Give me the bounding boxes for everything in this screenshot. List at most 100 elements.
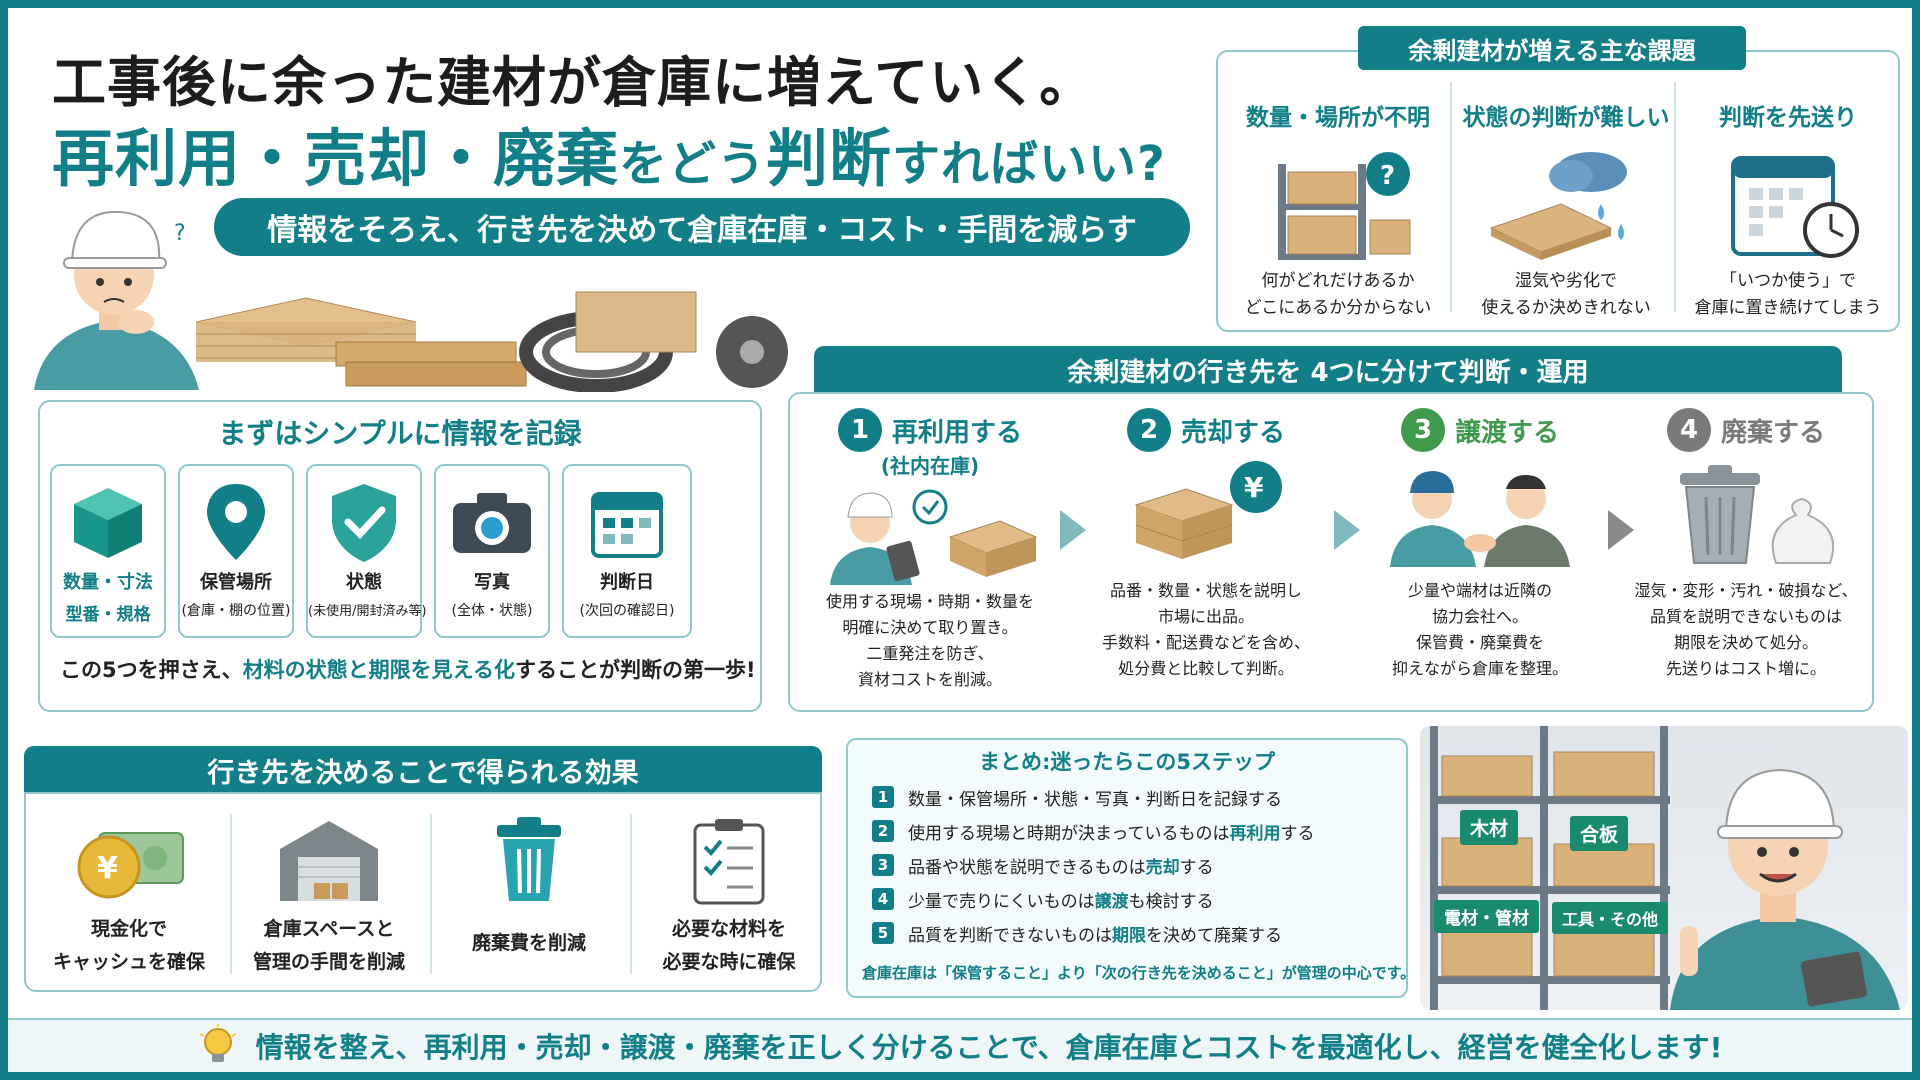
issue-desc-line1: 何がどれだけあるか <box>1261 271 1415 291</box>
destination-desc: 協力会社へ。 <box>1431 607 1528 626</box>
issue-desc-line2: どこにあるか分からない <box>1244 298 1432 318</box>
effect-desc: 管理の手間を削減 <box>252 951 405 973</box>
divider <box>430 814 432 974</box>
issue-desc-line2: 使えるか決めきれない <box>1481 298 1651 318</box>
summary-step-text: 数量・保管場所・状態・写真・判断日を記録する <box>908 789 1282 810</box>
effect-disposal-cost: 廃棄費を削減 <box>434 810 624 980</box>
svg-text:?: ? <box>1380 161 1395 191</box>
shelf-sign: 工具・その他 <box>1552 902 1669 934</box>
record-foot-a: この5つを押さえ、 <box>60 658 243 682</box>
summary-step-number: 1 <box>872 786 894 808</box>
flow-arrow <box>1334 510 1360 550</box>
step-number: 2 <box>1126 408 1171 452</box>
destination-desc: 明確に決めて取り置き。 <box>842 618 1018 637</box>
record-card-label: 状態 <box>346 572 382 593</box>
destination-desc: 湿気・変形・汚れ・破損など、 <box>1634 581 1858 600</box>
shelf-sign: 木材 <box>1460 810 1519 845</box>
summary-step-text: 品質を判断できないものは <box>908 925 1112 946</box>
summary-step: 5 品質を判断できないものは期限を決めて廃棄する <box>872 918 1282 948</box>
issue-desc-line1: 湿気や劣化で <box>1515 271 1617 291</box>
svg-text:?: ? <box>174 221 186 246</box>
calendar-clock-icon <box>1676 140 1900 268</box>
summary-step-number: 5 <box>872 922 894 944</box>
destination-name: 再利用する <box>891 417 1022 448</box>
destination-desc: 二重発注を防ぎ、 <box>866 644 994 663</box>
effect-desc: 必要な時に確保 <box>662 951 796 973</box>
trash-can-icon <box>434 810 624 910</box>
summary-step: 4 少量で売りにくいものは譲渡も検討する <box>872 884 1214 914</box>
destinations-header: 余剰建材の行き先を 4つに分けて判断・運用 <box>814 346 1842 394</box>
warehouse-scene-illustration: 木材 合板 電材・管材 工具・その他 <box>1420 726 1908 1010</box>
shield-check-icon <box>308 476 420 568</box>
warehouse-shelves-illustration <box>1430 726 1900 1010</box>
summary-step-text: 品番や状態を説明できるものは <box>908 857 1146 878</box>
issue-desc-line1: 「いつか使う」で <box>1720 271 1856 291</box>
effect-desc: キャッシュを確保 <box>52 951 205 973</box>
title-line2: 再利用・売却・廃棄をどう判断すればいい? <box>52 108 1166 198</box>
destination-sub: (社内在庫) <box>880 454 980 478</box>
summary-header: まとめ:迷ったらこの5ステップ <box>978 750 1275 774</box>
record-card-photo: 写真 (全体・状態) <box>434 464 550 638</box>
summary-step: 3 品番や状態を説明できるものは売却する <box>872 850 1214 880</box>
summary-step-tail: する <box>1280 823 1315 844</box>
warehouse-icon <box>234 810 424 910</box>
destination-desc: 手数料・配送費などを含め、 <box>1101 633 1310 652</box>
issues-panel: 数量・場所が不明 ? 何がどれだけあるか どこにあるか分からない 状態の判断が難… <box>1216 50 1900 332</box>
checklist-icon <box>634 810 824 910</box>
issue-postpone: 判断を先送り 「いつか使う」で 倉庫に置き続けてしまう <box>1676 88 1900 324</box>
camera-icon <box>436 476 548 568</box>
destination-name: 譲渡する <box>1454 417 1559 448</box>
destination-reuse: 1 再利用する (社内在庫) 使用する現場・時期・数量を 明確に決めて取り置き。… <box>802 404 1058 704</box>
destination-desc: 品番・数量・状態を説明し <box>1109 581 1302 600</box>
step-number: 4 <box>1666 408 1711 452</box>
divider <box>1450 82 1452 312</box>
effect-desc: 必要な材料を <box>671 918 786 940</box>
summary-step-number: 4 <box>872 888 894 910</box>
record-card-sublabel: 型番・規格 <box>65 605 151 625</box>
svg-text:¥: ¥ <box>1244 471 1264 504</box>
destinations-panel: 1 再利用する (社内在庫) 使用する現場・時期・数量を 明確に決めて取り置き。… <box>788 392 1874 712</box>
flow-arrow <box>1608 510 1634 550</box>
record-foot-c: することが判断の第一歩! <box>515 658 756 682</box>
record-card-decision-date: 判断日 (次回の確認日) <box>562 464 692 638</box>
record-card-sublabel: (未使用/開封済み等) <box>308 604 427 619</box>
shelf-sign: 合板 <box>1570 816 1629 851</box>
footer-message: 情報を整え、再利用・売却・譲渡・廃棄を正しく分けることで、倉庫在庫とコストを最適… <box>255 1031 1723 1064</box>
issue-title: 状態の判断が難しい <box>1462 105 1670 131</box>
summary-step-number: 2 <box>872 820 894 842</box>
summary-step-highlight: 譲渡 <box>1094 891 1129 912</box>
title-line2-c: 判断 <box>766 122 893 195</box>
destination-desc: 先送りはコスト増に。 <box>1665 659 1826 678</box>
divider <box>1674 82 1676 312</box>
summary-step-text: 少量で売りにくいものは <box>908 891 1095 912</box>
thinking-worker-illustration: ? <box>34 210 199 390</box>
destination-name: 売却する <box>1180 417 1285 448</box>
summary-step-number: 3 <box>872 854 894 876</box>
yen-cash-icon: ¥ <box>34 810 224 910</box>
issue-unknown-location: 数量・場所が不明 ? 何がどれだけあるか どこにあるか分からない <box>1226 88 1450 324</box>
record-card-label: 判断日 <box>600 572 654 593</box>
divider <box>630 814 632 974</box>
record-footnote: この5つを押さえ、材料の状態と期限を見える化することが判断の第一歩! <box>60 654 756 684</box>
summary-footnote: 倉庫在庫は「保管すること」より「次の行き先を決めること」が管理の中心です。 <box>862 964 1416 982</box>
issue-title: 数量・場所が不明 <box>1246 105 1430 131</box>
destination-dispose: 4 廃棄する 湿気・変形・汚れ・破損など、 品質を説明できないものは 期限を決め… <box>1626 404 1866 704</box>
materials-illustration <box>196 291 788 392</box>
summary-panel: まとめ:迷ったらこの5ステップ 1 数量・保管場所・状態・写真・判断日を記録する… <box>846 738 1415 998</box>
issue-title: 判断を先送り <box>1719 105 1857 131</box>
boxes-yen-icon: ¥ <box>1078 450 1334 578</box>
record-header: まずはシンプルに情報を記録 <box>218 417 582 450</box>
shelf-question-icon: ? <box>1226 140 1450 268</box>
summary-step-highlight: 売却 <box>1145 857 1180 878</box>
destination-desc: 市場に出品。 <box>1157 607 1254 626</box>
record-card-location: 保管場所 (倉庫・棚の位置) <box>178 464 294 638</box>
svg-text:¥: ¥ <box>97 851 118 886</box>
destination-desc: 保管費・廃棄費を <box>1415 633 1544 652</box>
effect-cash: ¥ 現金化で キャッシュを確保 <box>34 810 224 980</box>
destination-name: 廃棄する <box>1720 417 1825 448</box>
map-pin-icon <box>180 476 292 568</box>
handshake-icon <box>1352 450 1608 578</box>
shelf-sign: 電材・管材 <box>1434 900 1539 933</box>
summary-step: 1 数量・保管場所・状態・写真・判断日を記録する <box>872 782 1282 812</box>
effect-materials-on-time: 必要な材料を 必要な時に確保 <box>634 810 824 980</box>
